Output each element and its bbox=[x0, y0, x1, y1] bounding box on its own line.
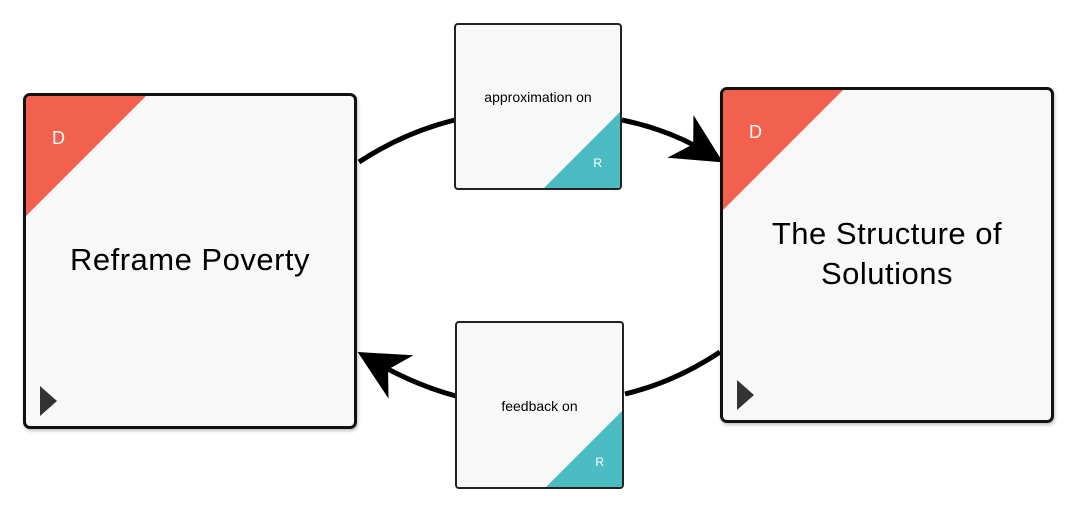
relation-corner bbox=[544, 112, 620, 188]
node-title: The Structure of Solutions bbox=[771, 216, 1003, 291]
edge-feedback-to-left bbox=[357, 352, 457, 399]
relation-label: approximation on bbox=[484, 89, 592, 105]
relation-approximation-on[interactable]: approximation on R bbox=[454, 23, 622, 190]
edge-left-to-approximation bbox=[357, 117, 456, 165]
description-corner bbox=[723, 90, 843, 210]
node-title: Reframe Poverty bbox=[69, 242, 311, 277]
relation-corner-label: R bbox=[595, 455, 604, 469]
edge-right-to-feedback bbox=[624, 349, 722, 397]
relation-corner-label: R bbox=[593, 156, 602, 170]
edge-approximation-to-right bbox=[621, 115, 724, 163]
relation-corner bbox=[546, 411, 622, 487]
node-structure-of-solutions[interactable]: D The Structure of Solutions bbox=[720, 87, 1054, 423]
node-reframe-poverty[interactable]: D Reframe Poverty bbox=[23, 93, 357, 429]
relation-label: feedback on bbox=[501, 398, 578, 414]
description-corner-label: D bbox=[52, 128, 65, 148]
description-corner bbox=[26, 96, 146, 216]
play-icon[interactable] bbox=[737, 380, 754, 410]
play-icon[interactable] bbox=[40, 386, 57, 416]
relation-feedback-on[interactable]: feedback on R bbox=[455, 321, 624, 489]
description-corner-label: D bbox=[749, 122, 762, 142]
